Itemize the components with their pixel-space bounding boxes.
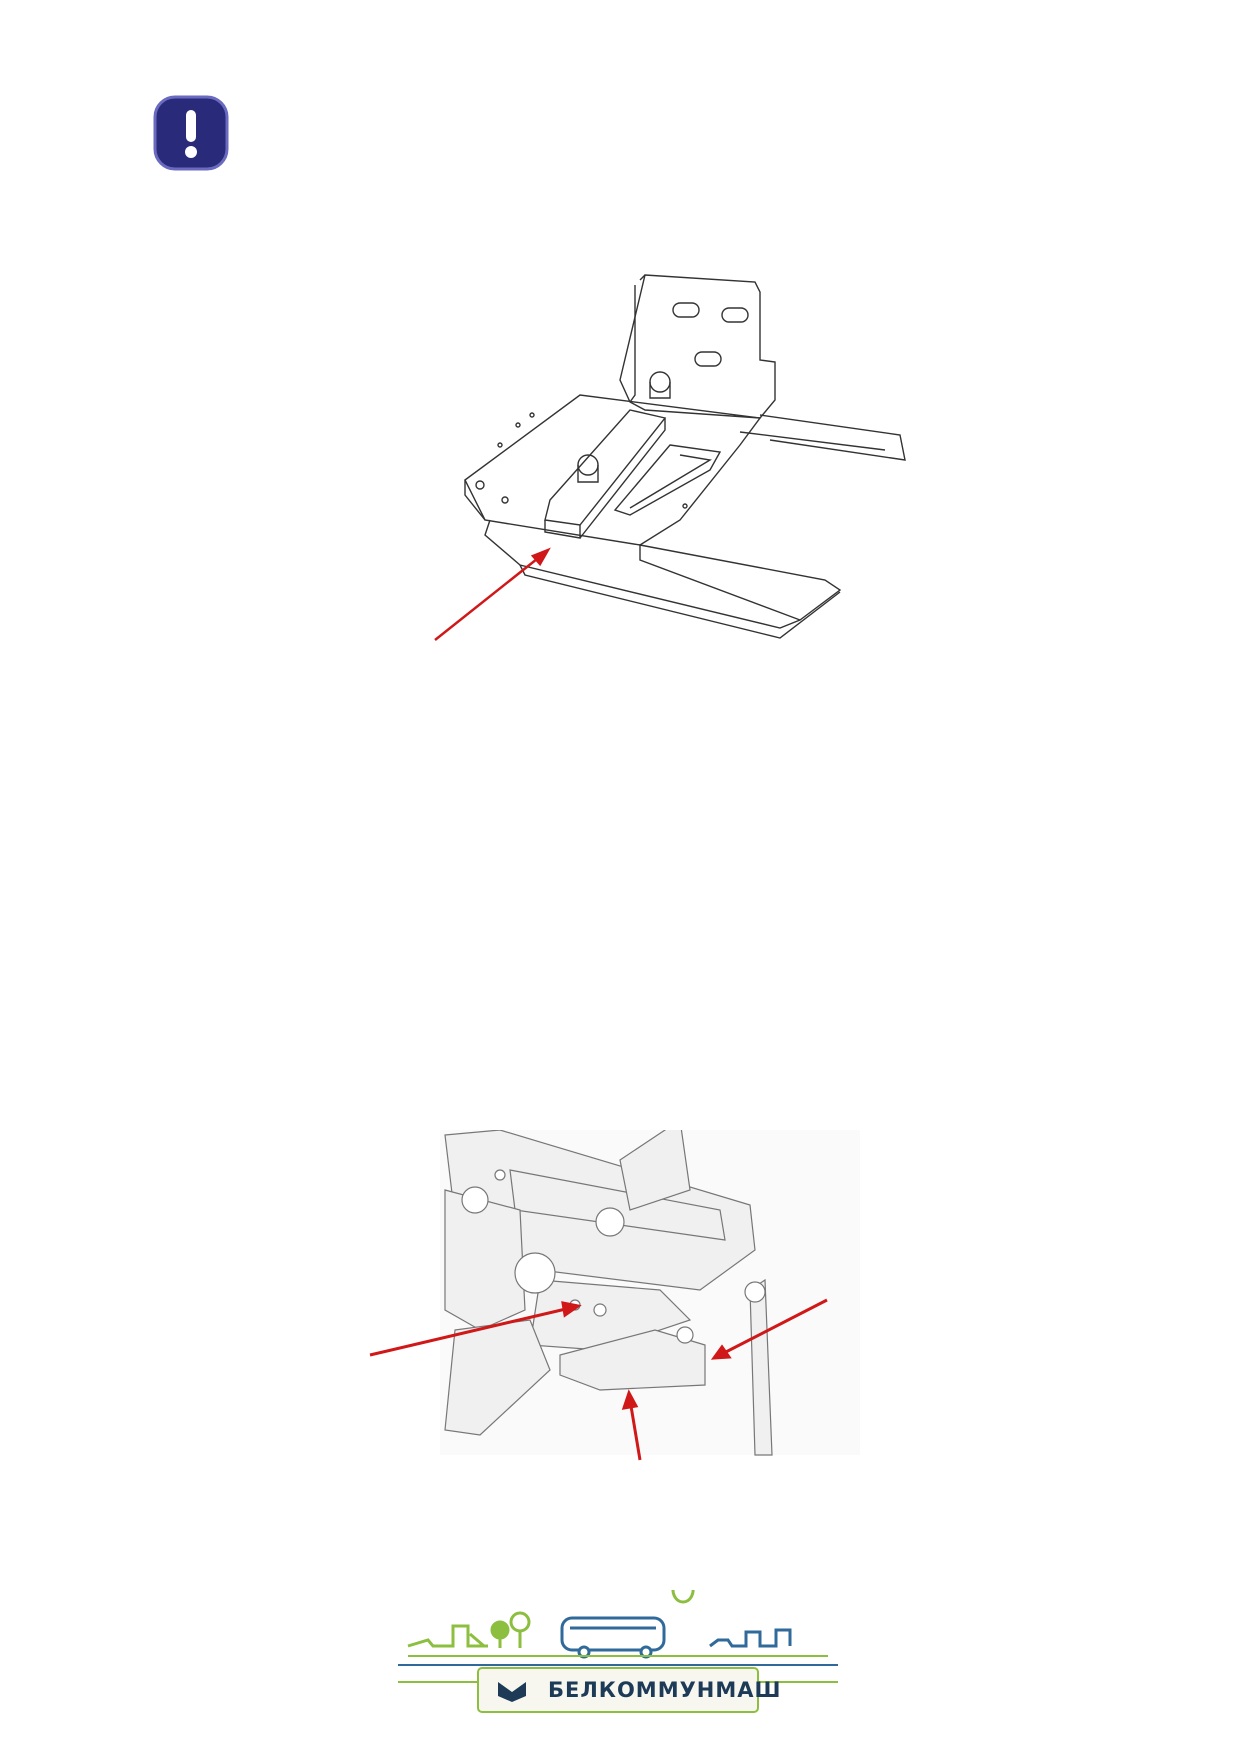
- city-skyline-icon: [398, 1576, 838, 1713]
- bracket-drawing-figure: [434, 274, 906, 641]
- assembly-drawing-figure: [369, 1130, 860, 1461]
- logo-brand-text: БЕЛКОММУНМАШ: [548, 1678, 782, 1702]
- warning-icon: [153, 95, 229, 171]
- company-logo: БЕЛКОММУНМАШ: [398, 1576, 838, 1720]
- belkommunmash-logo-icon: [498, 1682, 526, 1702]
